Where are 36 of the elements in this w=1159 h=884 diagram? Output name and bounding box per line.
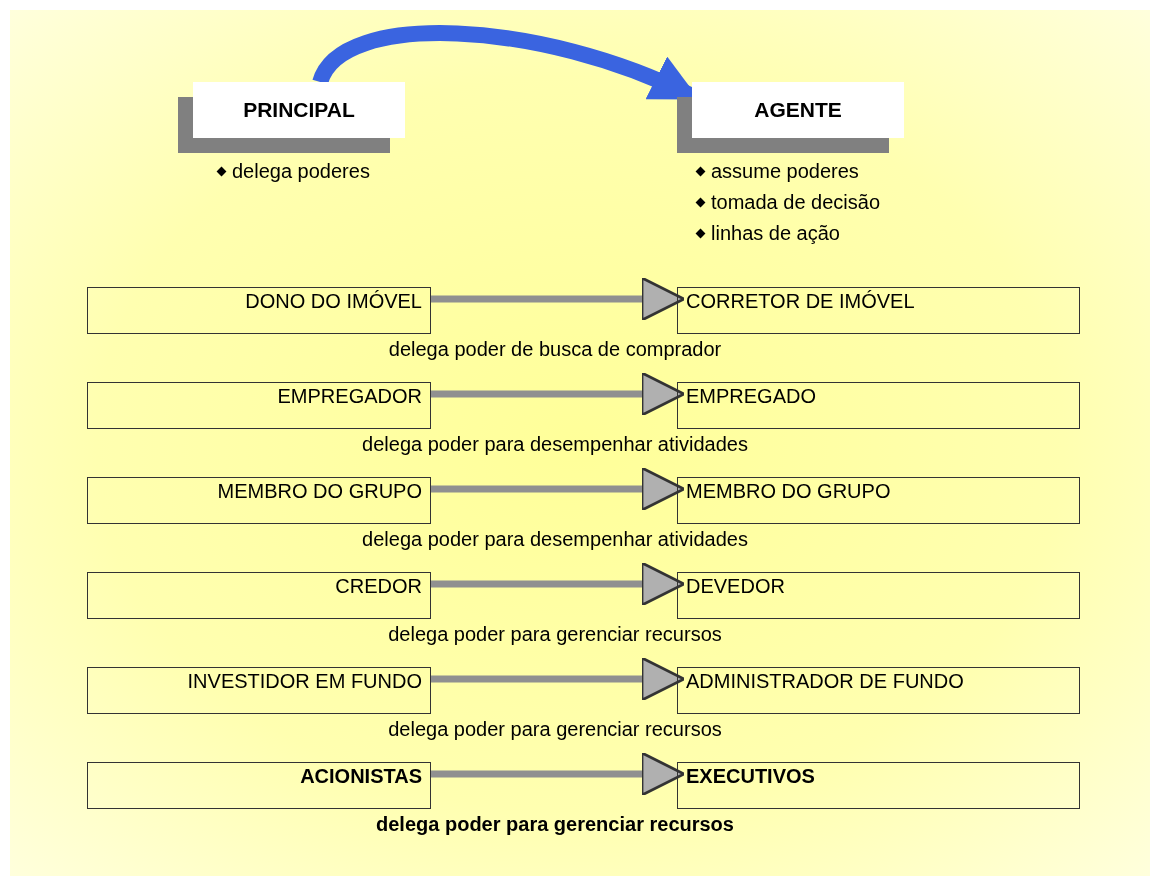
role-box — [677, 382, 1080, 429]
role-box — [87, 382, 431, 429]
box-label: ACIONISTAS — [300, 765, 422, 787]
box-label: AGENTE — [754, 98, 842, 122]
role-box — [677, 287, 1080, 334]
box-label: EMPREGADO — [686, 385, 817, 407]
box-label: MEMBRO DO GRUPO — [686, 480, 891, 502]
edge-label: delega poder para gerenciar recursos — [376, 813, 734, 836]
box-label: CREDOR — [335, 575, 422, 597]
edge-label: delega poder para desempenhar atividades — [362, 528, 748, 551]
box-label: ADMINISTRADOR DE FUNDO — [686, 670, 964, 692]
edge-label: delega poder de busca de comprador — [388, 338, 722, 361]
bullet-text: delega poderes — [232, 160, 370, 183]
box-label: MEMBRO DO GRUPO — [217, 480, 422, 502]
role-box — [87, 477, 431, 524]
bullet-text: linhas de ação — [711, 222, 840, 245]
role-box — [87, 667, 431, 714]
role-box — [87, 762, 431, 809]
role-box — [87, 572, 431, 619]
box-label: EMPREGADOR — [277, 385, 422, 407]
role-box — [87, 287, 431, 334]
role-box — [677, 572, 1080, 619]
box-label: CORRETOR DE IMÓVEL — [686, 290, 915, 312]
role-box — [677, 667, 1080, 714]
box-label: INVESTIDOR EM FUNDO — [187, 670, 422, 692]
role-box — [677, 762, 1080, 809]
edge-label: delega poder para desempenhar atividades — [362, 433, 748, 456]
role-box — [677, 477, 1080, 524]
box-label: DEVEDOR — [686, 575, 785, 597]
box-label: EXECUTIVOS — [686, 765, 815, 787]
bullet-text: tomada de decisão — [711, 191, 880, 214]
edge-label: delega poder para gerenciar recursos — [388, 718, 722, 741]
bullet-text: assume poderes — [711, 160, 859, 183]
box-label: PRINCIPAL — [243, 98, 355, 122]
edge-label: delega poder para gerenciar recursos — [388, 623, 722, 646]
box-label: DONO DO IMÓVEL — [245, 290, 422, 312]
